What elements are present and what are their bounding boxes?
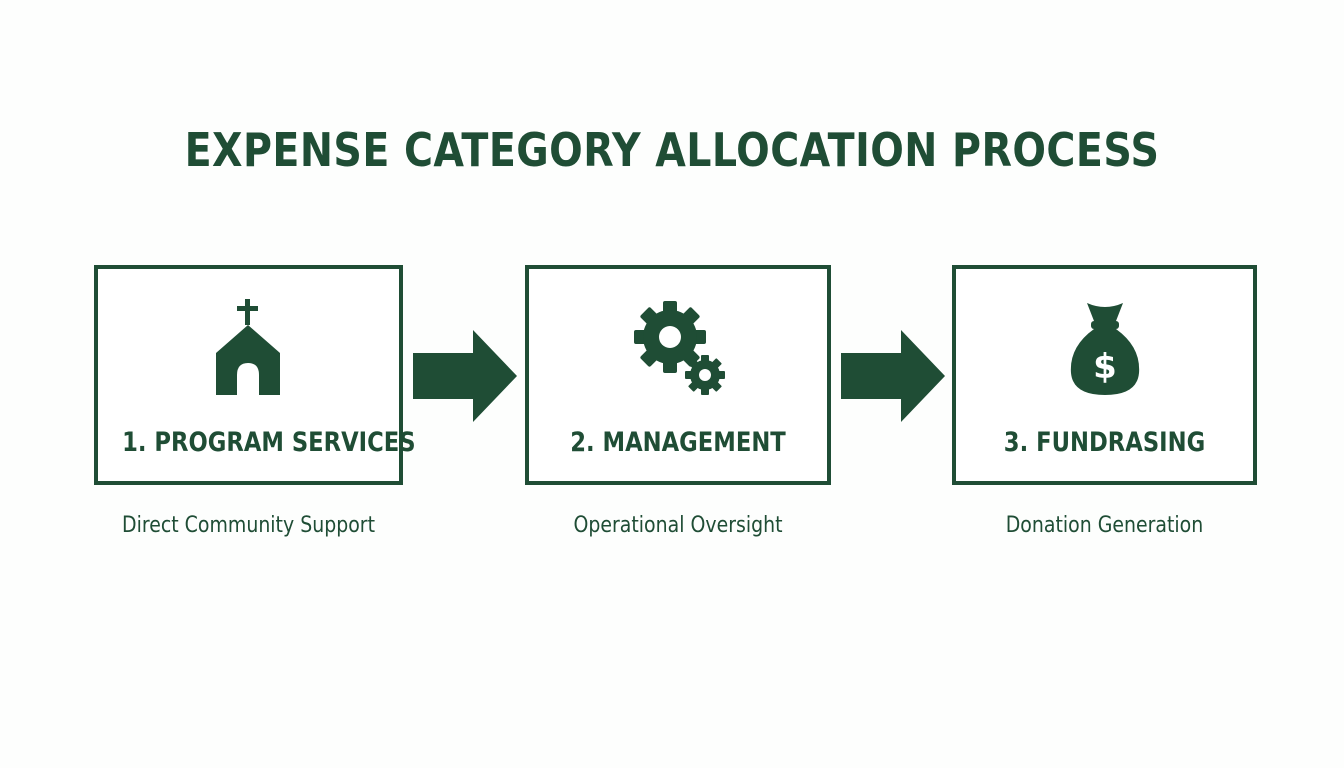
gears-icon xyxy=(634,301,725,395)
right-arrow-icon xyxy=(841,330,945,422)
step-label: 1. PROGRAM SERVICES xyxy=(122,427,416,458)
church-icon xyxy=(215,299,280,395)
step-caption: Donation Generation xyxy=(1005,513,1204,538)
diagram-title: EXPENSE CATEGORY ALLOCATION PROCESS xyxy=(184,123,1160,177)
step-box-fundraising: $ 3. FUNDRASING xyxy=(952,265,1257,485)
step-box-management: 2. MANAGEMENT xyxy=(525,265,831,485)
svg-text:$: $ xyxy=(1093,347,1117,387)
step-label: 3. FUNDRASING xyxy=(1003,427,1206,458)
step-label: 2. MANAGEMENT xyxy=(570,427,786,458)
money-bag-icon: $ xyxy=(1070,303,1139,395)
step-caption: Operational Oversight xyxy=(573,513,783,538)
right-arrow-icon xyxy=(413,330,517,422)
step-box-program-services: 1. PROGRAM SERVICES xyxy=(94,265,416,485)
step-caption: Direct Community Support xyxy=(122,513,375,538)
